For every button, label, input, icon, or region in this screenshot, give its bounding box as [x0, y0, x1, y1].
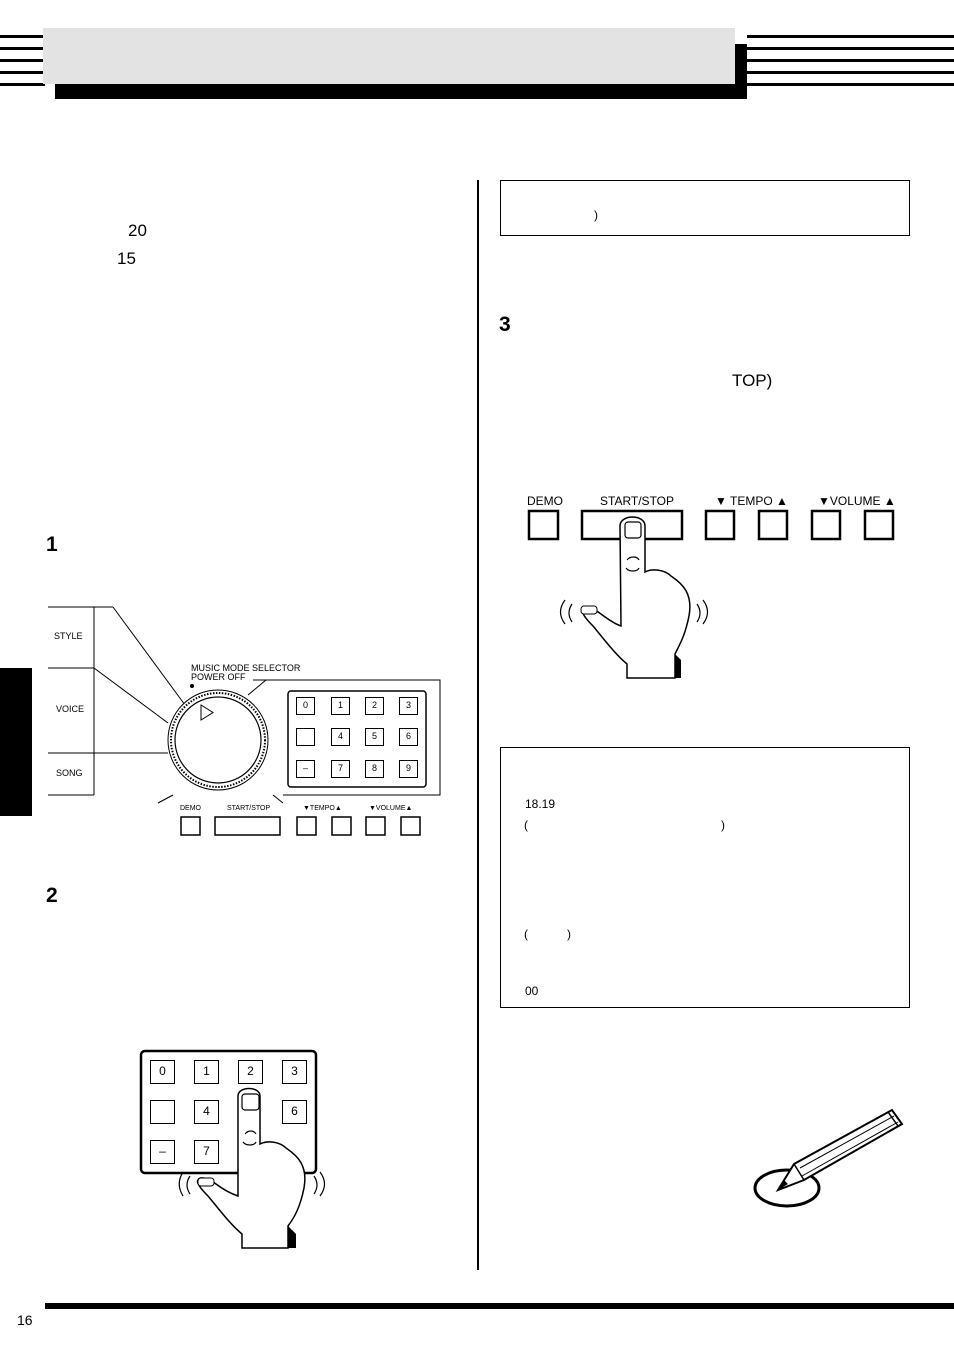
- selector-power-off: POWER OFF: [191, 672, 246, 682]
- note-18-19: 18.19: [525, 797, 556, 811]
- pencil-note-icon: [753, 1108, 904, 1208]
- demo-label: DEMO: [527, 494, 563, 508]
- step-2-number: 2: [46, 884, 58, 907]
- start-stop-label: START/STOP: [600, 494, 675, 508]
- keypad-press-illustration: [139, 1049, 326, 1249]
- top-text: TOP): [732, 371, 773, 390]
- note-00: 00: [525, 984, 539, 998]
- large-key[interactable]: 1: [194, 1060, 219, 1084]
- panel-start-stop-label: START/STOP: [227, 805, 271, 812]
- note-paren-open-1: (: [524, 818, 528, 832]
- step-1-number: 1: [46, 533, 58, 556]
- start-stop-press-illustration: [527, 509, 895, 679]
- footer-rule: [45, 1303, 954, 1309]
- panel-key[interactable]: [296, 728, 315, 746]
- panel-key[interactable]: 3: [399, 697, 418, 715]
- selector-title: MUSIC MODE SELECTOR: [191, 663, 301, 673]
- panel-volume-label: ▼VOLUME▲: [369, 805, 413, 812]
- page-number: 16: [17, 1312, 33, 1328]
- panel-key[interactable]: 1: [331, 697, 350, 715]
- panel-key[interactable]: 9: [399, 760, 418, 778]
- note-paren-close-1: ): [721, 818, 725, 832]
- panel-demo-label: DEMO: [180, 805, 201, 812]
- note-paren-open-2: (: [524, 927, 528, 941]
- panel-key[interactable]: 0: [296, 697, 315, 715]
- large-key[interactable]: 4: [194, 1100, 219, 1124]
- mode-label-song: SONG: [56, 768, 83, 778]
- panel-key[interactable]: 7: [331, 760, 350, 778]
- header-shadow-right: [735, 44, 747, 99]
- tempo-label: ▼ TEMPO ▲: [715, 494, 788, 508]
- large-key[interactable]: 3: [282, 1060, 307, 1084]
- note-box-top: [500, 180, 910, 236]
- large-key[interactable]: [150, 1100, 175, 1124]
- column-divider: [477, 180, 479, 1270]
- mode-label-style: STYLE: [54, 631, 83, 641]
- large-key[interactable]: 7: [194, 1140, 219, 1164]
- note-box-bottom: [500, 747, 910, 1008]
- panel-key[interactable]: 4: [331, 728, 350, 746]
- panel-key[interactable]: 6: [399, 728, 418, 746]
- header-title-bar: [43, 28, 735, 84]
- step-3-number: 3: [499, 313, 511, 336]
- large-key[interactable]: 2: [238, 1060, 263, 1084]
- large-key[interactable]: 0: [150, 1060, 175, 1084]
- large-key[interactable]: 6: [282, 1100, 307, 1124]
- note-paren-close-2: ): [567, 927, 571, 941]
- panel-key[interactable]: 8: [365, 760, 384, 778]
- panel-key[interactable]: 2: [365, 697, 384, 715]
- volume-label: ▼VOLUME ▲: [818, 494, 896, 508]
- panel-key[interactable]: –: [296, 760, 315, 778]
- note-box-paren: ): [594, 208, 598, 222]
- mode-label-voice: VOICE: [56, 704, 85, 714]
- panel-key[interactable]: 5: [365, 728, 384, 746]
- panel-tempo-label: ▼TEMPO▲: [303, 805, 342, 812]
- number-15: 15: [117, 249, 136, 268]
- number-20: 20: [128, 221, 147, 240]
- side-tab: [0, 668, 32, 816]
- mode-selector-panel-illustration: [48, 606, 441, 836]
- large-key[interactable]: –: [150, 1140, 175, 1164]
- header-shadow: [55, 84, 747, 99]
